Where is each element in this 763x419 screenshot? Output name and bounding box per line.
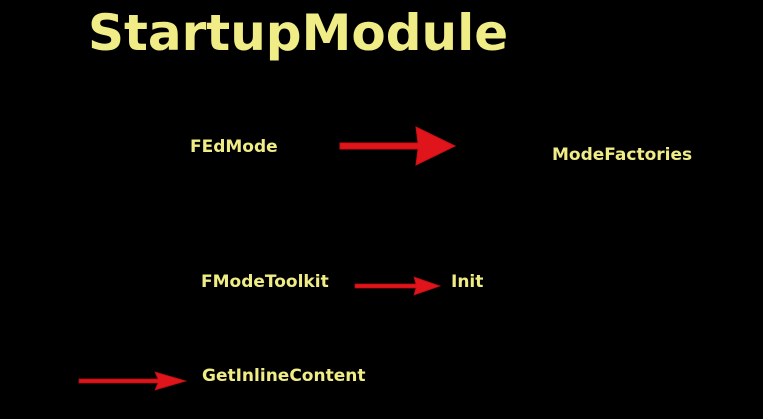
arrow-fmodetoolkit-to-init [354,276,442,296]
arrow-to-get-inline-content [78,371,188,391]
node-fedmode: FEdMode [190,137,278,157]
node-mode-factories: ModeFactories [552,145,693,165]
node-get-inline-content: GetInlineContent [202,366,366,386]
diagram-title: StartupModule [88,4,509,62]
node-fmode-toolkit: FModeToolkit [201,272,329,292]
node-init: Init [451,272,484,292]
arrow-fedmode-to-modefactories [339,126,457,166]
